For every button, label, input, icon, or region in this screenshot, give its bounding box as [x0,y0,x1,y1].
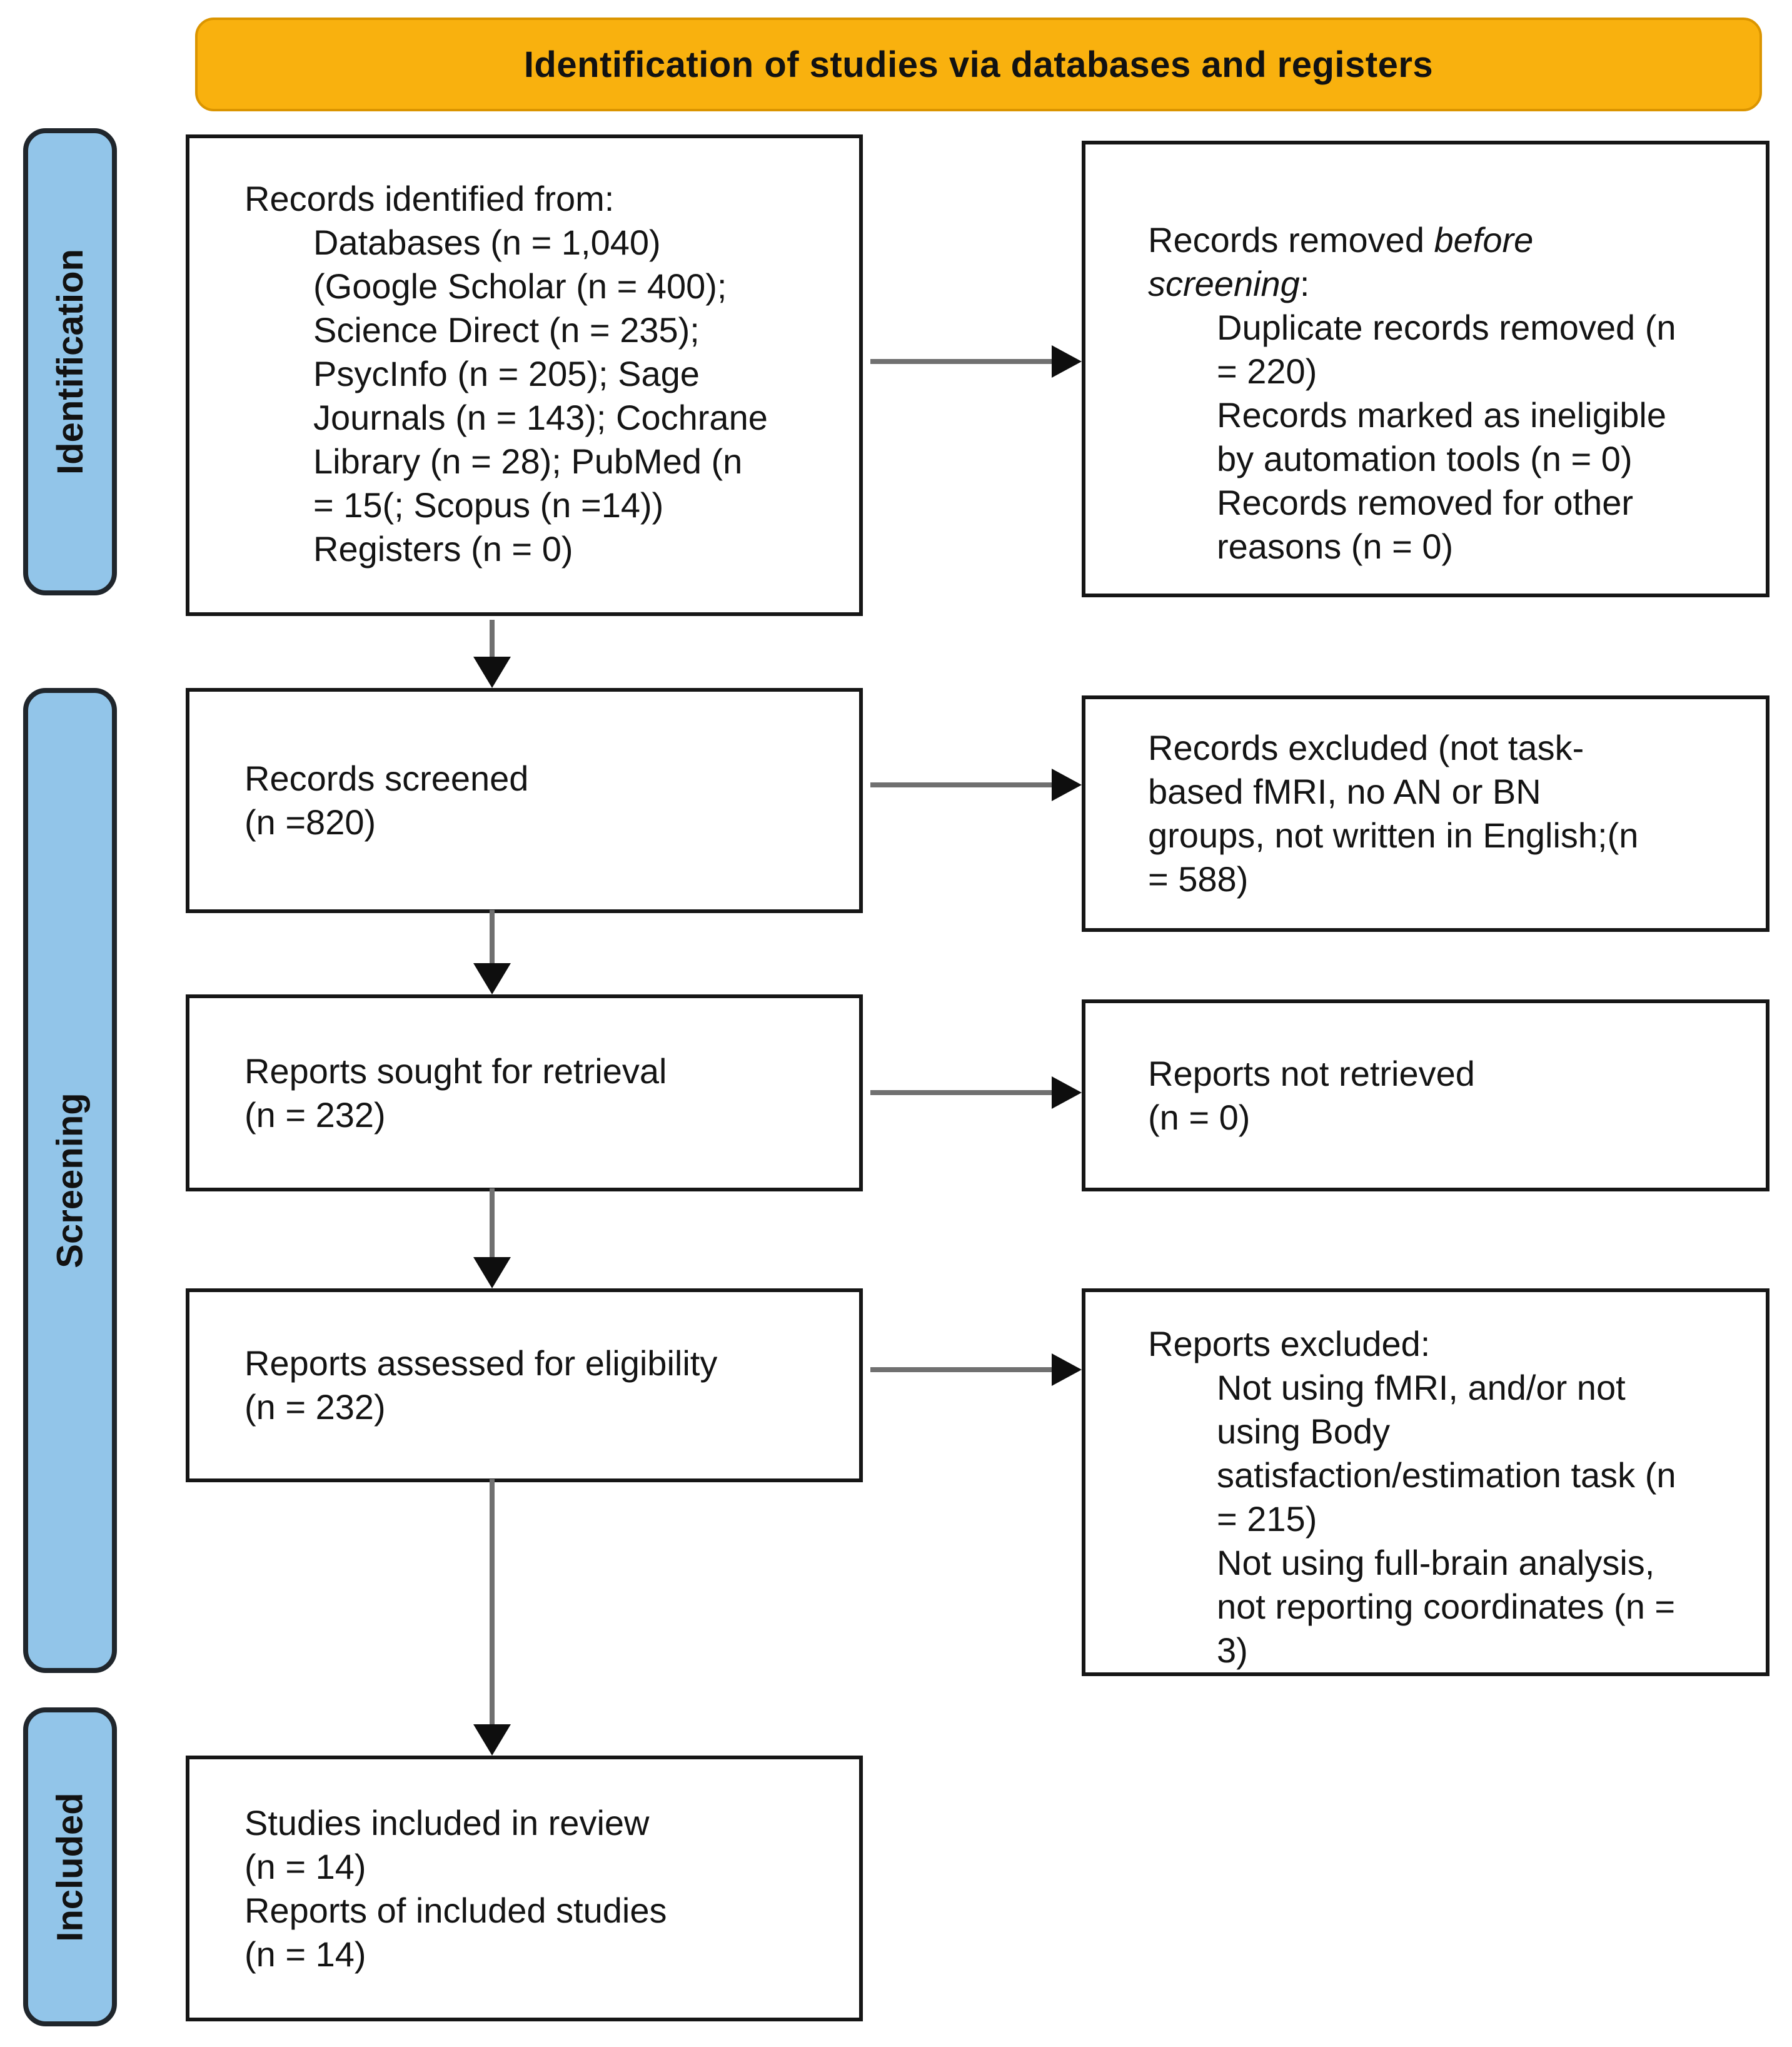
text-line: = 15(; Scopus (n =14)) [313,485,664,525]
text-line: (n = 232) [244,1094,386,1135]
box-reports-excluded: Reports excluded: Not using fMRI, and/or… [1082,1288,1769,1676]
arrow-shaft [490,620,495,660]
arrow-head [1052,1353,1082,1386]
text-line: Records removed before [1148,218,1759,262]
text-line: Records identified from: [244,179,615,218]
box-records-identified: Records identified from: Databases (n = … [186,134,863,616]
text-line: not reporting coordinates (n = [1217,1587,1676,1626]
text-line: = 215) [1217,1499,1317,1539]
text-line: (n =820) [244,802,376,842]
arrow-shaft [870,1090,1053,1095]
text-line: (n = 232) [244,1387,386,1427]
text-line: reasons (n = 0) [1217,527,1454,566]
arrow-shaft [490,1188,495,1260]
box-reports-not-retrieved: Reports not retrieved (n = 0) [1082,999,1769,1191]
arrow-head [473,1257,511,1288]
box-records-excluded: Records excluded (not task- based fMRI, … [1082,695,1769,932]
text-line: Reports excluded: [1148,1324,1431,1363]
text-line: Reports of included studies [244,1890,667,1930]
box-records-removed: Records removed before screening: Duplic… [1082,141,1769,597]
arrow-shaft [870,782,1053,787]
text-line: Records excluded (not task- [1148,728,1584,767]
arrow-head [473,1724,511,1756]
text-line: Library (n = 28); PubMed (n [313,442,743,481]
stage-label-screening: Screening [49,1093,91,1268]
text-line: Registers (n = 0) [313,529,573,569]
box-reports-assessed: Reports assessed for eligibility (n = 23… [186,1288,863,1482]
text-line: Reports sought for retrieval [244,1051,667,1091]
text-line: = 588) [1148,859,1249,899]
banner: Identification of studies via databases … [195,18,1762,111]
arrow-shaft [870,359,1053,364]
text-line: (Google Scholar (n = 400); [313,266,727,306]
text-segment-italic: screening [1148,264,1300,303]
box-reports-sought: Reports sought for retrieval (n = 232) [186,994,863,1191]
text-line: (n = 14) [244,1846,366,1886]
box-records-screened: Records screened (n =820) [186,688,863,913]
stage-bar-identification: Identification [23,128,117,595]
stage-label-included: Included [49,1792,91,1942]
text-line: (n = 14) [244,1934,366,1974]
text-line: Not using full-brain analysis, [1217,1543,1655,1582]
text-line: Reports not retrieved [1148,1053,1475,1093]
text-line: Records marked as ineligible [1217,395,1667,435]
arrow-head [1052,1076,1082,1109]
box-studies-included: Studies included in review (n = 14) Repo… [186,1756,863,2021]
text-line: based fMRI, no AN or BN [1148,772,1541,811]
arrow-shaft [870,1367,1053,1372]
text-line: Databases (n = 1,040) [313,223,661,262]
text-line: by automation tools (n = 0) [1217,439,1633,478]
text-line: screening: [1148,262,1759,306]
text-line: Studies included in review [244,1802,650,1842]
text-line: Records screened [244,759,529,798]
arrow-head [1052,345,1082,378]
arrow-head [1052,769,1082,801]
text-line: Reports assessed for eligibility [244,1343,718,1383]
text-segment: : [1299,264,1310,303]
text-line: Not using fMRI, and/or not [1217,1368,1626,1407]
text-line: = 220) [1217,351,1317,391]
stage-label-identification: Identification [49,249,91,475]
arrow-head [473,963,511,994]
text-line: Journals (n = 143); Cochrane [313,398,768,437]
text-line: satisfaction/estimation task (n [1217,1455,1676,1495]
stage-bar-included: Included [23,1707,117,2026]
text-line: Records removed for other [1217,483,1634,522]
text-segment: Records removed [1148,220,1434,260]
text-line: groups, not written in English;(n [1148,816,1639,855]
arrow-head [473,657,511,688]
stage-bar-screening: Screening [23,688,117,1673]
banner-title: Identification of studies via databases … [523,44,1434,85]
text-line: using Body [1217,1412,1391,1451]
text-line: (n = 0) [1148,1097,1251,1137]
text-segment-italic: before [1434,220,1534,260]
text-line: PsycInfo (n = 205); Sage [313,354,700,393]
arrow-shaft [490,1479,495,1727]
text-line: Science Direct (n = 235); [313,310,700,350]
arrow-shaft [490,910,495,966]
text-line: Duplicate records removed (n [1217,308,1676,347]
text-line: 3) [1217,1630,1248,1670]
